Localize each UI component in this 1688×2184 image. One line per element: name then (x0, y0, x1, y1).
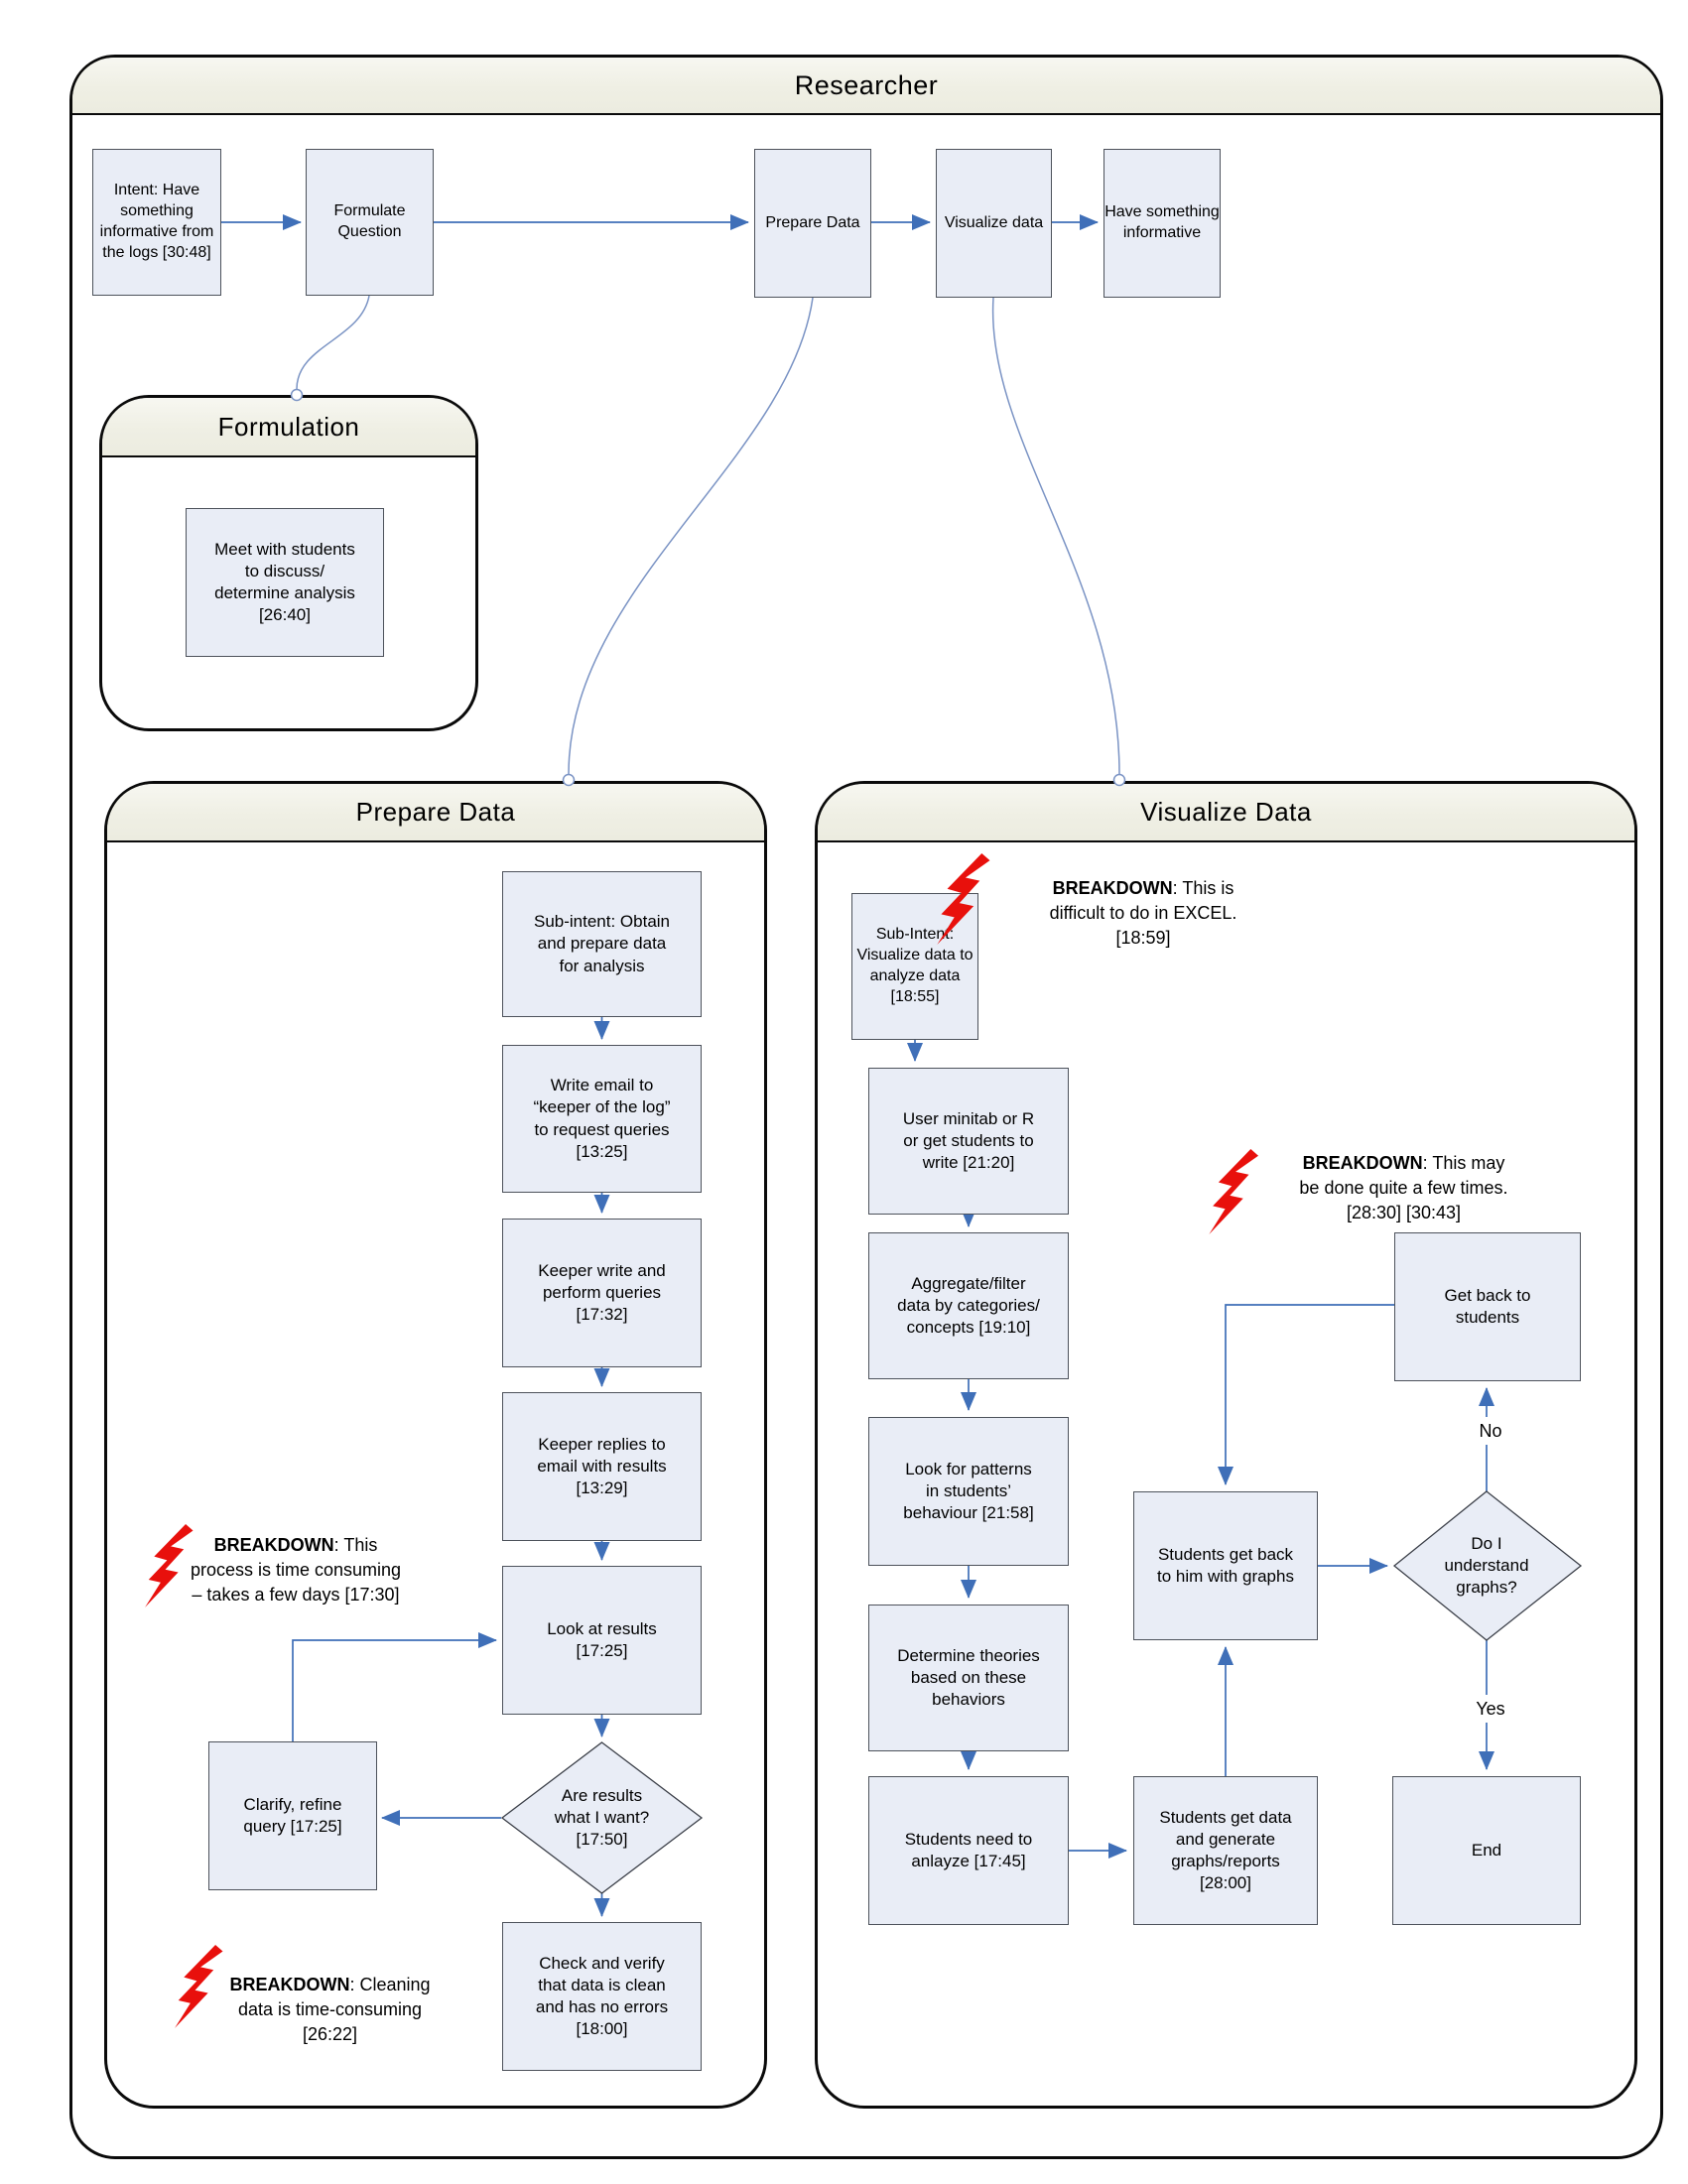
node-students-need-analyze: Students need to anlayze [17:45] (868, 1776, 1069, 1925)
node-formulate-question: Formulate Question (306, 149, 434, 296)
breakdown-excel-text: : This is difficult to do in EXCEL. [18:… (1049, 878, 1237, 948)
node-aggregate-filter: Aggregate/filter data by categories/ con… (868, 1232, 1069, 1379)
breakdown-cleaning: BREAKDOWN: Cleaning data is time-consumi… (208, 1973, 452, 2047)
researcher-title: Researcher (794, 69, 939, 100)
node-students-get-back: Students get back to him with graphs (1133, 1491, 1318, 1640)
node-look-at-results: Look at results [17:25] (502, 1566, 702, 1715)
researcher-header: Researcher (72, 58, 1660, 115)
visualize-data-title: Visualize Data (1140, 797, 1312, 827)
breakdown-excel: BREAKDOWN: This is difficult to do in EX… (994, 876, 1292, 951)
flow-label-yes: Yes (1459, 1695, 1522, 1723)
lightning-icon (937, 853, 990, 945)
node-keeper-write: Keeper write and perform queries [17:32] (502, 1219, 702, 1367)
lightning-icon (1209, 1149, 1259, 1234)
node-prepare-data: Prepare Data (754, 149, 871, 298)
prepare-data-header: Prepare Data (107, 784, 764, 842)
prepare-data-title: Prepare Data (355, 797, 516, 827)
formulation-title: Formulation (217, 411, 360, 442)
formulation-header: Formulation (102, 398, 475, 457)
node-have-something-informative: Have something informative (1104, 149, 1221, 298)
decision-graphs-label: Do I understand graphs? (1444, 1533, 1529, 1598)
breakdown-few-times-text: : This may be done quite a few times. [2… (1299, 1153, 1508, 1222)
node-students-get-data: Students get data and generate graphs/re… (1133, 1776, 1318, 1925)
node-visualize-data: Visualize data (936, 149, 1052, 298)
breakdown-few-times-bold: BREAKDOWN (1302, 1153, 1423, 1173)
node-determine-theories: Determine theories based on these behavi… (868, 1605, 1069, 1751)
lightning-icon (175, 1945, 223, 2028)
node-get-back-to-students: Get back to students (1394, 1232, 1581, 1381)
lightning-icon (145, 1524, 194, 1607)
node-look-for-patterns: Look for patterns in students’ behaviour… (868, 1417, 1069, 1566)
node-subintent-visualize: Sub-Intent: Visualize data to analyze da… (851, 893, 978, 1040)
breakdown-time-consuming: BREAKDOWN: This process is time consumin… (177, 1533, 415, 1607)
breakdown-time-consuming-bold: BREAKDOWN (213, 1535, 334, 1555)
breakdown-time-consuming-text: : This process is time consuming – takes… (190, 1535, 402, 1605)
flow-label-no: No (1461, 1417, 1520, 1445)
breakdown-cleaning-bold: BREAKDOWN (229, 1975, 350, 1994)
node-subintent-obtain: Sub-intent: Obtain and prepare data for … (502, 871, 702, 1017)
node-check-and-verify: Check and verify that data is clean and … (502, 1922, 702, 2071)
visualize-data-header: Visualize Data (818, 784, 1634, 842)
node-keeper-replies: Keeper replies to email with results [13… (502, 1392, 702, 1541)
node-write-email: Write email to “keeper of the log” to re… (502, 1045, 702, 1193)
decision-results-label: Are results what I want? [17:50] (554, 1785, 650, 1850)
breakdown-excel-bold: BREAKDOWN (1052, 878, 1173, 898)
node-intent: Intent: Have something informative from … (92, 149, 221, 296)
breakdown-cleaning-text: : Cleaning data is time-consuming [26:22… (237, 1975, 431, 2044)
node-meet-with-students: Meet with students to discuss/ determine… (186, 508, 384, 657)
node-end: End (1392, 1776, 1581, 1925)
node-clarify-refine: Clarify, refine query [17:25] (208, 1741, 377, 1890)
breakdown-few-times: BREAKDOWN: This may be done quite a few … (1262, 1151, 1545, 1225)
node-user-minitab: User minitab or R or get students to wri… (868, 1068, 1069, 1215)
